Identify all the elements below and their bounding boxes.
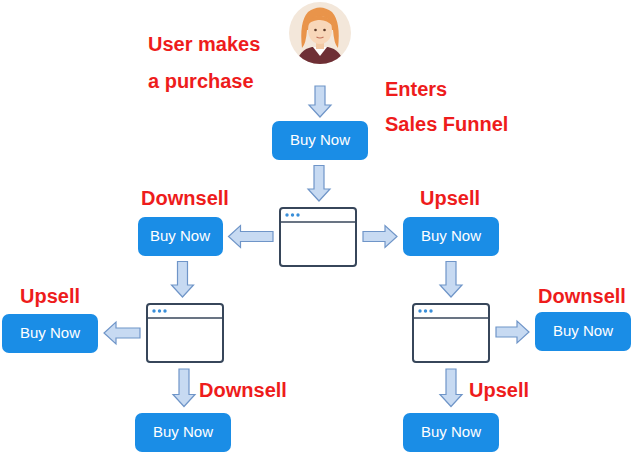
- page-window: [146, 303, 224, 363]
- avatar-hair: [301, 8, 339, 49]
- avatar-eye: [314, 29, 317, 32]
- window-frame: [413, 304, 489, 362]
- funnel-label-text: Downsell: [538, 285, 626, 307]
- page-window: [279, 207, 357, 267]
- window-icon: [279, 207, 357, 267]
- buy-button: Buy Now: [403, 217, 499, 256]
- window-icon: [412, 303, 490, 363]
- flow-arrow: [363, 226, 397, 248]
- button-label: Buy Now: [553, 322, 613, 340]
- funnel-label: Downsell: [538, 284, 626, 308]
- flow-arrow: [104, 322, 140, 344]
- funnel-label: Downsell: [199, 378, 287, 402]
- window-bar: [413, 317, 489, 319]
- funnel-label-text: Upsell: [469, 379, 529, 401]
- funnel-label: Downsell: [141, 186, 229, 210]
- line-spacer: [457, 72, 517, 107]
- flow-arrow: [440, 262, 462, 298]
- buy-button: Buy Now: [138, 217, 223, 256]
- window-bar: [280, 221, 356, 223]
- window-dot: [158, 309, 161, 312]
- funnel-label-text: Downsell: [141, 187, 229, 209]
- entry-arrow: [309, 86, 331, 117]
- avatar-shirt: [296, 47, 344, 66]
- flow-arrow: [229, 226, 274, 248]
- window-bar: [147, 317, 223, 319]
- connector-layer: [104, 166, 529, 407]
- buy-button: Buy Now: [403, 413, 499, 452]
- avatar-face: [308, 16, 332, 44]
- button-label: Buy Now: [20, 324, 80, 342]
- window-dot: [285, 213, 288, 216]
- button-label: Buy Now: [290, 131, 350, 149]
- flow-arrow: [496, 321, 529, 343]
- window-frame: [147, 304, 223, 362]
- funnel-label-text: Upsell: [420, 187, 480, 209]
- buy-button: Buy Now: [135, 413, 231, 452]
- button-label: Buy Now: [421, 423, 481, 441]
- page-window: [412, 303, 490, 363]
- funnel-label-text: Upsell: [20, 285, 80, 307]
- user-avatar: [289, 2, 351, 66]
- flow-arrow: [173, 369, 195, 407]
- avatar-ground: [289, 2, 351, 64]
- window-dot: [152, 309, 155, 312]
- funnel-label: Upsell: [420, 186, 480, 210]
- flow-arrow: [308, 166, 330, 202]
- avatar-mouth: [317, 37, 324, 38]
- avatar-fringe: [307, 16, 333, 26]
- window-dot: [163, 309, 166, 312]
- buy-button: Buy Now: [272, 121, 368, 160]
- button-label: Buy Now: [150, 227, 210, 245]
- window-icon: [146, 303, 224, 363]
- window-dot: [291, 213, 294, 216]
- funnel-label: Upsell: [469, 378, 529, 402]
- window-dot: [424, 309, 427, 312]
- funnel-label-text: Enters Sales Funnel: [385, 78, 508, 135]
- funnel-label: Enters Sales Funnel: [385, 72, 517, 142]
- window-dot: [429, 309, 432, 312]
- funnel-label: User makes a purchase: [148, 26, 272, 100]
- buy-button: Buy Now: [535, 312, 631, 351]
- flow-arrow: [440, 369, 462, 407]
- window-dot: [418, 309, 421, 312]
- window-frame: [280, 208, 356, 266]
- flow-arrow: [172, 262, 194, 298]
- button-label: Buy Now: [153, 423, 213, 441]
- buy-button: Buy Now: [2, 314, 98, 353]
- avatar-eye: [323, 29, 326, 32]
- window-dot: [296, 213, 299, 216]
- funnel-label-text: User makes a purchase: [148, 33, 260, 92]
- funnel-label: Upsell: [20, 284, 80, 308]
- funnel-label-text: Downsell: [199, 379, 287, 401]
- button-label: Buy Now: [421, 227, 481, 245]
